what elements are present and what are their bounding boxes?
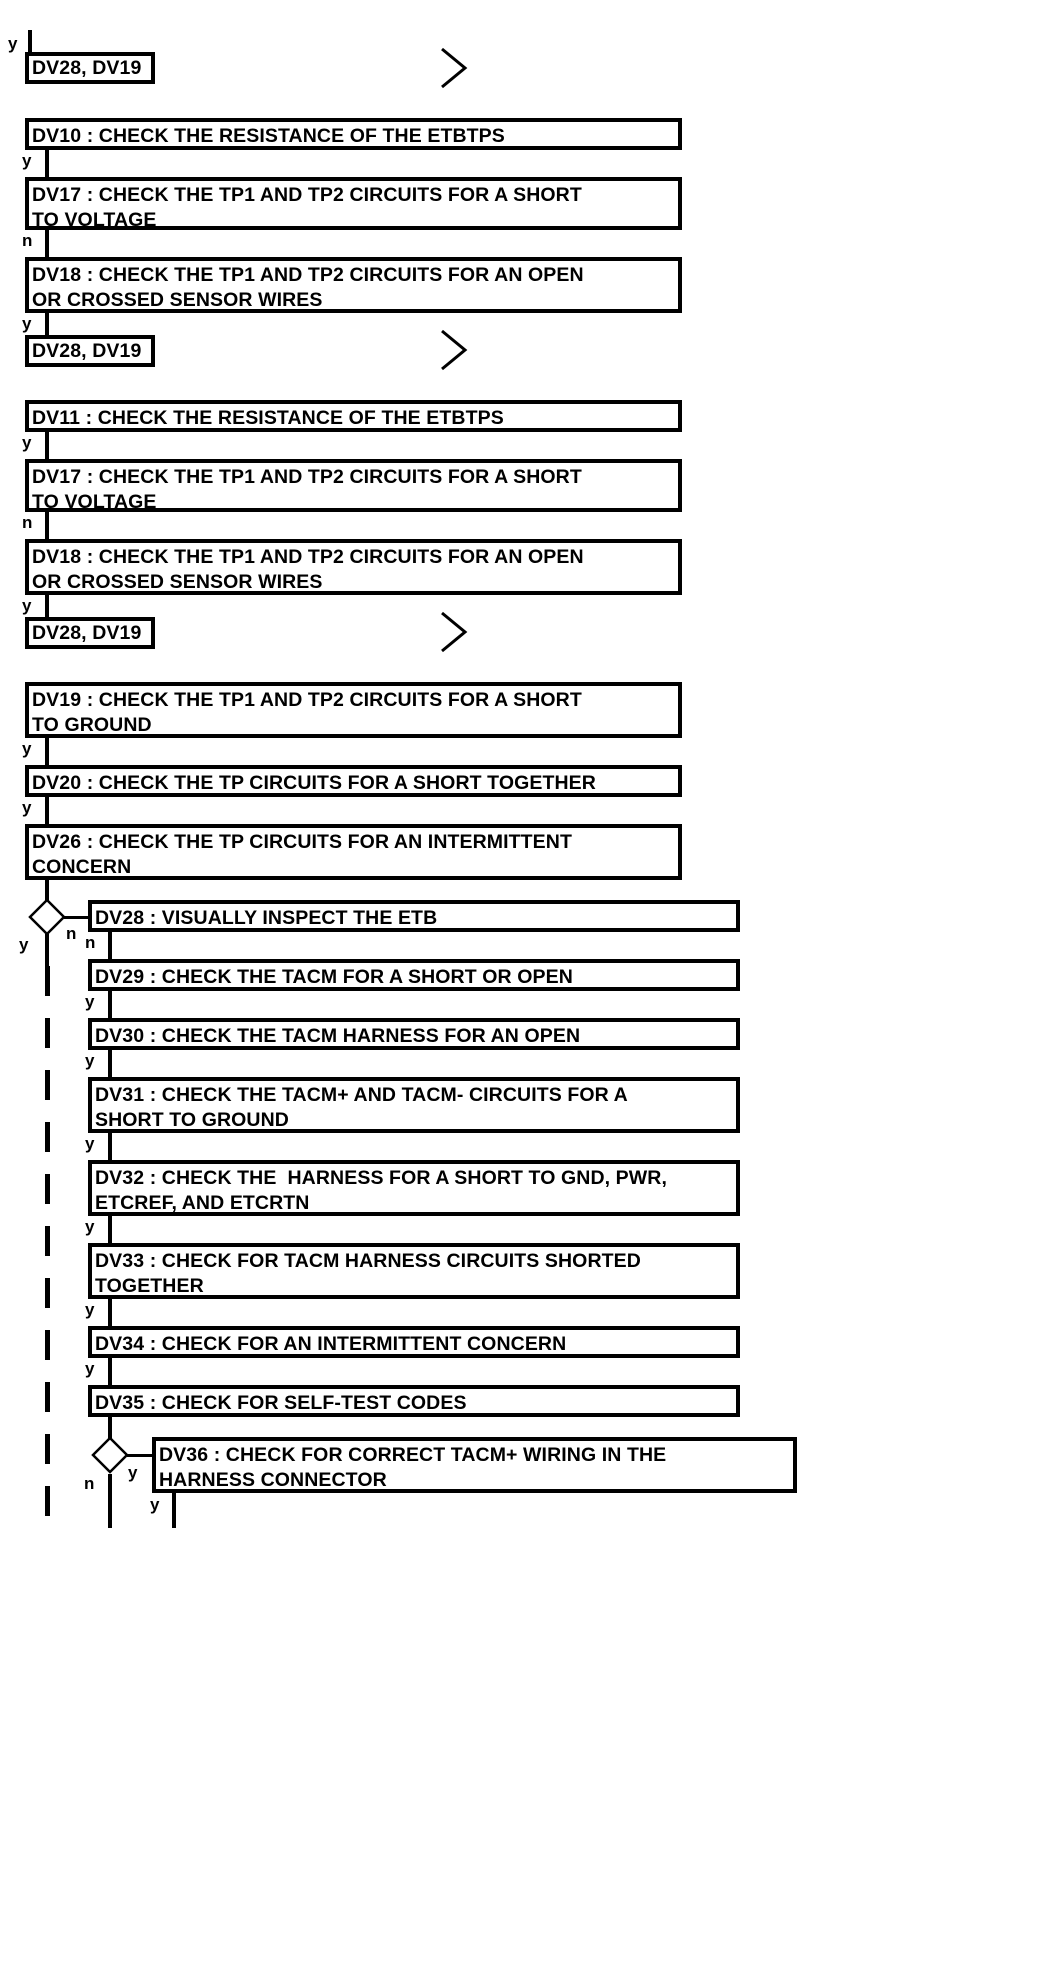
node-dv10[interactable]: DV10 : CHECK THE RESISTANCE OF THE ETBTP… xyxy=(25,118,682,150)
connector-dv11-dv17b xyxy=(45,432,49,459)
connector-dv33-dv34 xyxy=(108,1299,112,1326)
edge-label-dec2-y: y xyxy=(128,1463,138,1482)
connector-dv26-dec1 xyxy=(45,880,49,907)
connector-dec2-n-trunk xyxy=(108,1474,112,1528)
chevron-right-icon xyxy=(441,611,468,653)
connector-dv36-out xyxy=(172,1493,176,1528)
connector-dv18b-ref3 xyxy=(45,595,49,622)
edge-label-dv10-y: y xyxy=(22,151,32,170)
node-dv17a[interactable]: DV17 : CHECK THE TP1 AND TP2 CIRCUITS FO… xyxy=(25,177,682,231)
edge-label-dv18a-y: y xyxy=(22,314,32,333)
edge-label-dv32-y: y xyxy=(85,1217,95,1236)
node-ref3[interactable]: DV28, DV19 xyxy=(25,617,155,649)
connector-dv29-dv30 xyxy=(108,991,112,1018)
decision-node-2[interactable] xyxy=(91,1436,129,1474)
edge-label-dv34-y: y xyxy=(85,1359,95,1378)
node-dv33[interactable]: DV33 : CHECK FOR TACM HARNESS CIRCUITS S… xyxy=(88,1243,740,1299)
offpage-connector-chevron-2 xyxy=(437,327,471,373)
connector-dec1-y-dashed-trunk xyxy=(45,966,50,1526)
offpage-connector-chevron-1 xyxy=(437,45,471,91)
diamond-shape-icon xyxy=(28,898,66,936)
edge-label-dv33-y: y xyxy=(85,1300,95,1319)
edge-label-dv29-y: y xyxy=(85,992,95,1011)
node-dv31[interactable]: DV31 : CHECK THE TACM+ AND TACM- CIRCUIT… xyxy=(88,1077,740,1133)
edge-label-dv20-y: y xyxy=(22,798,32,817)
node-dv28[interactable]: DV28 : VISUALLY INSPECT THE ETB xyxy=(88,900,740,932)
connector-dv20-dv26 xyxy=(45,797,49,824)
connector-into-ref1 xyxy=(28,30,32,70)
connector-dv28-dv29 xyxy=(108,932,112,959)
edge-label-dv36-y: y xyxy=(150,1495,160,1514)
node-ref2[interactable]: DV28, DV19 xyxy=(25,335,155,367)
connector-dec2-dv36 xyxy=(127,1454,155,1457)
node-dv18a[interactable]: DV18 : CHECK THE TP1 AND TP2 CIRCUITS FO… xyxy=(25,257,682,313)
node-dv29[interactable]: DV29 : CHECK THE TACM FOR A SHORT OR OPE… xyxy=(88,959,740,991)
edge-label-dv28-n: n xyxy=(85,933,96,952)
node-dv34[interactable]: DV34 : CHECK FOR AN INTERMITTENT CONCERN xyxy=(88,1326,740,1358)
node-dv30[interactable]: DV30 : CHECK THE TACM HARNESS FOR AN OPE… xyxy=(88,1018,740,1050)
edge-label-dv17a-n: n xyxy=(22,231,33,250)
chevron-right-icon xyxy=(441,47,468,89)
diamond-shape-icon xyxy=(91,1436,129,1474)
connector-dec1-dv28 xyxy=(64,916,92,919)
edge-label-dv18b-y: y xyxy=(22,596,32,615)
connector-dv19-dv20 xyxy=(45,738,49,765)
chevron-right-icon xyxy=(441,329,468,371)
node-dv20[interactable]: DV20 : CHECK THE TP CIRCUITS FOR A SHORT… xyxy=(25,765,682,797)
connector-dec1-y-trunk xyxy=(45,934,49,966)
edge-label-top-y: y xyxy=(8,34,18,53)
edge-label-dec1-n: n xyxy=(66,924,77,943)
node-ref1[interactable]: DV28, DV19 xyxy=(25,52,155,84)
connector-dv17a-dv18a xyxy=(45,230,49,257)
node-dv26[interactable]: DV26 : CHECK THE TP CIRCUITS FOR AN INTE… xyxy=(25,824,682,880)
node-dv17b[interactable]: DV17 : CHECK THE TP1 AND TP2 CIRCUITS FO… xyxy=(25,459,682,513)
connector-dv31-dv32 xyxy=(108,1133,112,1160)
edge-label-dv19-y: y xyxy=(22,739,32,758)
connector-dv10-dv17a xyxy=(45,150,49,177)
edge-label-dec1-y: y xyxy=(19,935,29,954)
edge-label-dv11-y: y xyxy=(22,433,32,452)
decision-node-1[interactable] xyxy=(28,898,66,936)
connector-dv30-dv31 xyxy=(108,1050,112,1077)
offpage-connector-chevron-3 xyxy=(437,609,471,655)
edge-label-dv30-y: y xyxy=(85,1051,95,1070)
edge-label-dv31-y: y xyxy=(85,1134,95,1153)
connector-dv18a-ref2 xyxy=(45,313,49,340)
edge-label-dv17b-n: n xyxy=(22,513,33,532)
node-dv32[interactable]: DV32 : CHECK THE HARNESS FOR A SHORT TO … xyxy=(88,1160,740,1216)
node-dv11[interactable]: DV11 : CHECK THE RESISTANCE OF THE ETBTP… xyxy=(25,400,682,432)
connector-dv32-dv33 xyxy=(108,1216,112,1243)
node-dv18b[interactable]: DV18 : CHECK THE TP1 AND TP2 CIRCUITS FO… xyxy=(25,539,682,595)
node-dv36[interactable]: DV36 : CHECK FOR CORRECT TACM+ WIRING IN… xyxy=(152,1437,797,1493)
connector-dv17b-dv18b xyxy=(45,512,49,539)
node-dv19[interactable]: DV19 : CHECK THE TP1 AND TP2 CIRCUITS FO… xyxy=(25,682,682,738)
connector-dv35-dec2 xyxy=(108,1417,112,1444)
node-dv35[interactable]: DV35 : CHECK FOR SELF-TEST CODES xyxy=(88,1385,740,1417)
edge-label-dec2-n: n xyxy=(84,1474,95,1493)
connector-dv34-dv35 xyxy=(108,1358,112,1385)
